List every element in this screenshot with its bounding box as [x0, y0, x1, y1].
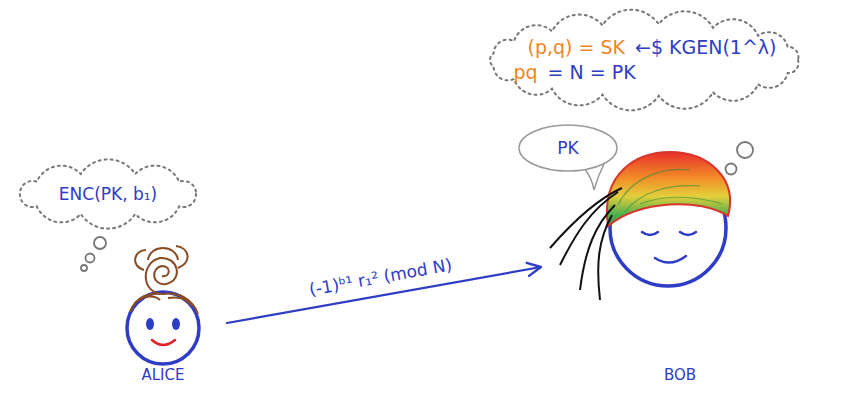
edge-label: (-1)ᵇ¹ r₁² (mod N) [305, 254, 457, 300]
node-text: (p,q) = SK [527, 36, 625, 58]
text-group: (p,q) = SK ←$ KGEN(1^λ) pq = N = PK [513, 35, 776, 85]
thought-dot [81, 265, 87, 271]
text-group: ALICE [113, 365, 213, 386]
closed-eyes [642, 232, 696, 235]
hair-strands [130, 294, 198, 314]
thought-dot [86, 254, 95, 263]
text-group: PK [557, 137, 578, 160]
text-row: BOB [545, 365, 815, 386]
text-row: ENC(PK, b₁) [59, 183, 157, 206]
hair-strands [550, 188, 622, 300]
text-row: pq = N = PK [513, 60, 776, 85]
text-row: (p,q) = SK ←$ KGEN(1^λ) [527, 35, 776, 60]
hair-bun [135, 246, 187, 270]
text-row: PK [557, 137, 578, 160]
speech-bubble: PK [518, 124, 618, 172]
person-node: ALICE [113, 284, 213, 390]
text-row: ALICE [113, 365, 213, 386]
bubble-outline [519, 125, 617, 171]
hair-texture [618, 169, 722, 212]
thought-dot [94, 237, 106, 249]
thought-dot [726, 164, 737, 175]
rainbow-hair [607, 152, 730, 226]
hair-bun [146, 258, 177, 294]
eye [172, 318, 180, 330]
cloud-outline [20, 159, 196, 228]
node-text: pq [513, 61, 537, 83]
alice-figure [127, 246, 199, 364]
cloud-outline [491, 10, 799, 111]
cloud-outline [479, 12, 810, 108]
bob-figure [550, 152, 730, 300]
person-node: BOB [545, 160, 815, 390]
thought-cloud: ENC(PK, b₁) [8, 161, 208, 227]
person-name: BOB [664, 366, 696, 384]
eye [146, 318, 154, 330]
smile [152, 340, 175, 345]
head-outline [127, 292, 199, 364]
node-text: = N = PK [548, 61, 636, 83]
text-group: BOB [545, 365, 815, 386]
person-name: ALICE [142, 366, 185, 384]
node-text: ←$ KGEN(1^λ) [635, 36, 777, 58]
smile [655, 256, 686, 263]
node-text: PK [557, 138, 578, 158]
text-group: ENC(PK, b₁) [59, 183, 157, 206]
node-text: ENC(PK, b₁) [59, 184, 157, 204]
thought-cloud: (p,q) = SK ←$ KGEN(1^λ) pq = N = PK [479, 12, 810, 108]
thought-dot [737, 142, 753, 158]
thought-dots [81, 237, 106, 271]
